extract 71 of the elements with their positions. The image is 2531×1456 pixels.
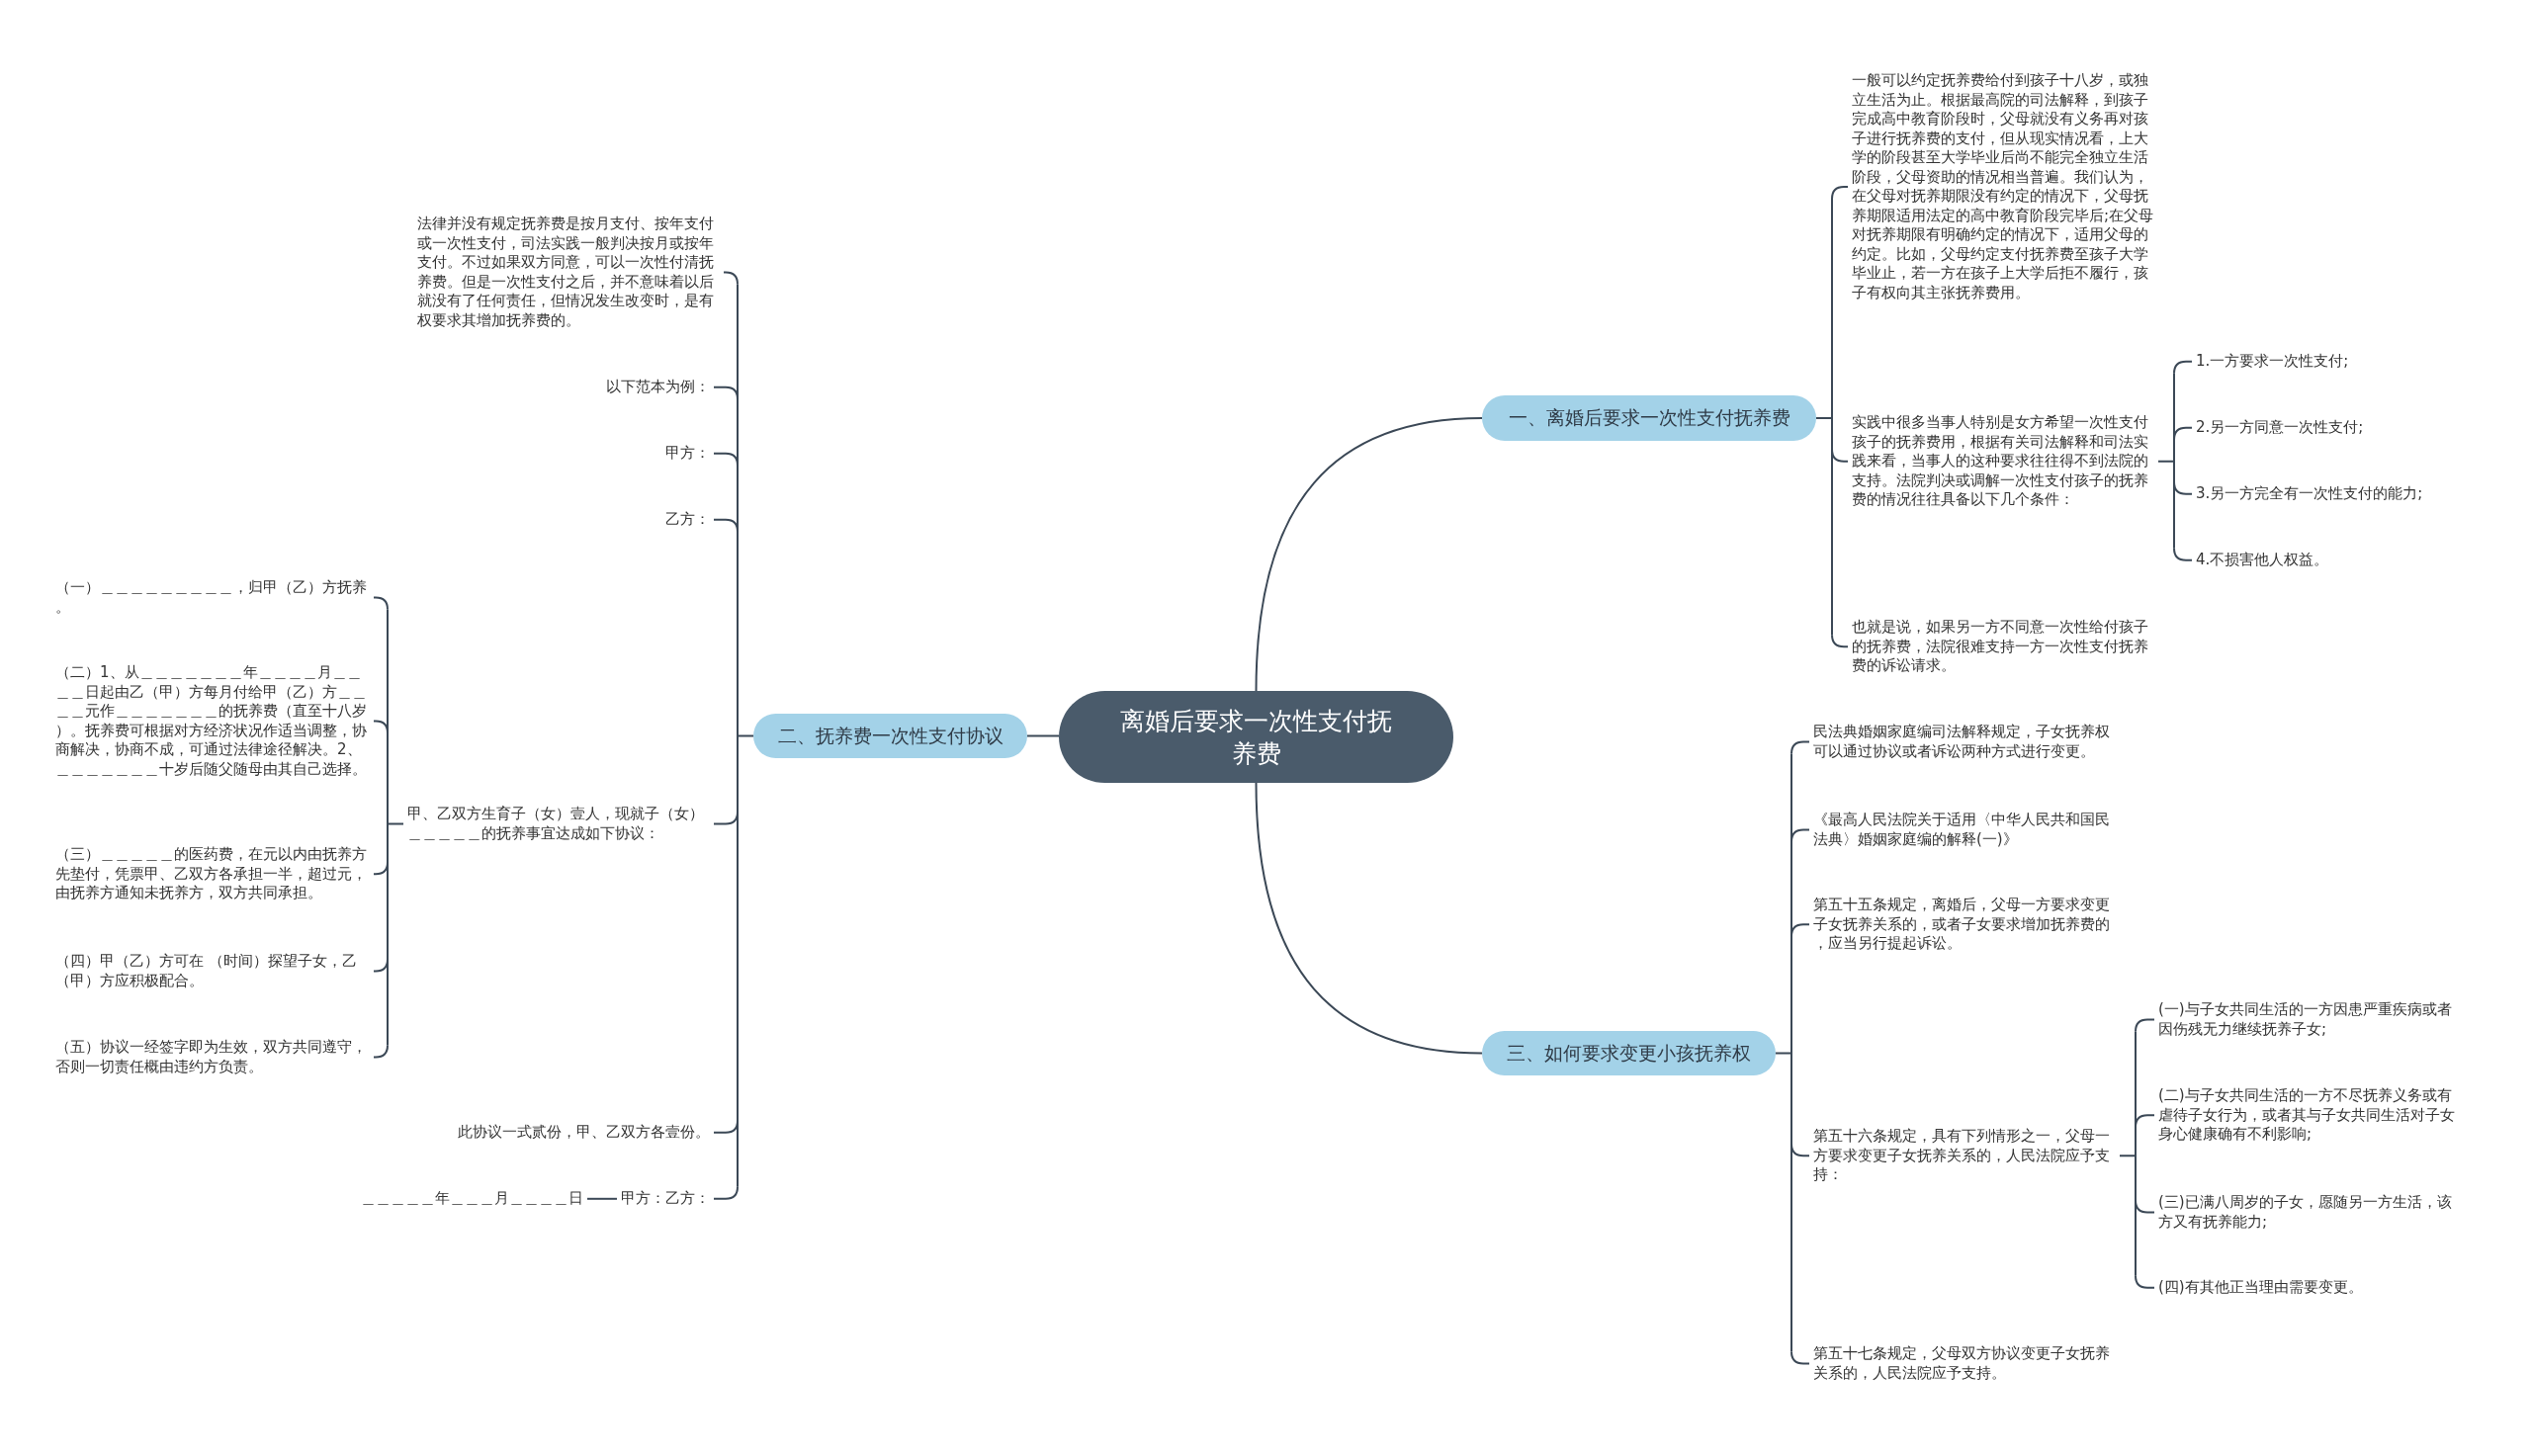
- connector-line: [373, 1044, 389, 1059]
- topic-text: 此协议一式贰份，甲、乙双方各壹份。: [454, 1121, 714, 1145]
- topic-text: 也就是说，如果另一方不同意一次性给付孩子的抚养费，法院很难支持一方一次性支付抚养费的诉讼请求。: [1848, 616, 2158, 678]
- topic-text: 3.另一方完全有一次性支付的能力;: [2192, 482, 2427, 506]
- connector-line: [373, 861, 389, 876]
- connector-line: [713, 385, 739, 400]
- topic-text: （四）甲（乙）方可在 （时间）探望子女，乙（甲）方应积极配合。: [51, 950, 374, 992]
- topic-text: 甲方：乙方：: [617, 1187, 714, 1211]
- connector-line: [1831, 186, 1849, 200]
- connector-line: [1831, 448, 1849, 463]
- topic-text: 4.不损害他人权益。: [2192, 549, 2333, 572]
- topic-text: 以下范本为例：: [602, 376, 714, 399]
- connector-line: [2135, 1274, 2155, 1289]
- topic-text: (一)与子女共同生活的一方因患严重疾病或者因伤残无力继续抚养子女;: [2154, 998, 2465, 1041]
- topic-text: 1.一方要求一次性支付;: [2192, 350, 2353, 374]
- branch-topic: 二、抚养费一次性支付协议: [753, 714, 1027, 758]
- topic-text: (二)与子女共同生活的一方不尽抚养义务或有虐待子女行为，或者其与子女共同生活对子女身心健康确有不利影响;: [2154, 1084, 2465, 1147]
- topic-text: （三）＿＿＿＿＿的医药费，在元以内由抚养方先垫付，凭票甲、乙双方各承担一半，超过元，由抚养方通知未抚养方，双方共同承担。: [51, 843, 374, 905]
- topic-text: 甲、乙双方生育子（女）壹人，现就子（女）＿＿＿＿＿的抚养事宜达成如下协议：: [403, 803, 714, 845]
- connector-line: [373, 596, 389, 611]
- connector-line: [2173, 480, 2193, 495]
- topic-text: 一般可以约定抚养费给付到孩子十八岁，或独立生活为止。根据最高院的司法解释，到孩子完成高中教育阶段时，父母就没有义务再对孩子进行抚养费的支付，但从现实情况看，上大学的阶段甚至大学毕业后尚不能完全独立生活阶段，父母资助的情况相当普遍。我们认为，在父母对抚养期限没有约定的情况下，父母抚养期限适用法定的高中教育阶段完毕后;在父母对抚养期限有明确约定的情况下，适用父母的约定。比如，父母约定支付抚养费至孩子大学毕业止，若一方在孩子上大学后拒不履行，孩子有权向其主张抚养费用。: [1848, 69, 2158, 304]
- topic-text: 第五十七条规定，父母双方协议变更子女抚养关系的，人民法院应予支持。: [1809, 1342, 2120, 1385]
- connector-line: [387, 608, 404, 1047]
- connector-line: [713, 518, 739, 533]
- connector-line: [1790, 1143, 1810, 1157]
- connector-line: [713, 452, 739, 467]
- topic-text: 第五十五条规定，离婚后，父母一方要求变更子女抚养关系的，或者子女要求增加抚养费的，应当另行提起诉讼。: [1809, 894, 2120, 956]
- topic-text: 法律并没有规定抚养费是按月支付、按年支付或一次性支付，司法实践一般判决按月或按年支付。不过如果双方同意，可以一次性付清抚养费。但是一次性支付之后，并不意味着以后就没有了任何责任，但情况发生改变时，是有权要求其增加抚养费的。: [413, 213, 724, 332]
- connector-line: [2157, 372, 2175, 550]
- topic-text: （一）＿＿＿＿＿＿＿＿＿，归甲（乙）方抚养。: [51, 576, 374, 619]
- connector-line: [723, 271, 739, 286]
- topic-text: 实践中很多当事人特别是女方希望一次性支付孩子的抚养费用，根据有关司法解释和司法实践来看，当事人的这种要求往往得不到法院的支持。法院判决或调解一次性支付孩子的抚养费的情况往往具备以下几个条件：: [1848, 411, 2158, 512]
- connector-line: [713, 1185, 739, 1200]
- connector-line: [2173, 360, 2193, 375]
- topic-text: 第五十六条规定，具有下列情形之一，父母一方要求变更子女抚养关系的，人民法院应予支持：: [1809, 1125, 2120, 1187]
- connector-line: [373, 958, 389, 973]
- topic-text: （二）1、从＿＿＿＿＿＿＿年＿＿＿＿月＿＿＿＿日起由乙（甲）方每月付给甲（乙）方＿＿＿＿元作＿＿＿＿＿＿＿的抚养费（直至十八岁）。抚养费可根据对方经济状况作适当调整，协商解决，协商不成，可通过法律途径解决。2、＿＿＿＿＿＿＿十岁后随父随母由其自己选择。: [51, 661, 374, 781]
- connector-line: [1775, 752, 1792, 1353]
- topic-text: 乙方：: [661, 508, 714, 532]
- connector-line: [586, 1197, 618, 1200]
- connector-line: [2135, 1199, 2155, 1214]
- topic-text: （五）协议一经签字即为生效，双方共同遵守，否则一切责任概由违约方负责。: [51, 1036, 374, 1078]
- topic-text: (四)有其他正当理由需要变更。: [2154, 1276, 2465, 1300]
- connector-line: [1026, 734, 1060, 737]
- connector-line: [2135, 1018, 2155, 1033]
- connector-line: [373, 720, 389, 734]
- topic-text: 2.另一方同意一次性支付;: [2192, 416, 2368, 440]
- connector-line: [1255, 782, 1483, 1055]
- branch-topic: 三、如何要求变更小孩抚养权: [1482, 1031, 1776, 1075]
- connector-line: [2135, 1114, 2155, 1129]
- connector-line: [1790, 740, 1810, 755]
- topic-text: ＿＿＿＿＿年＿＿＿月＿＿＿＿日: [357, 1187, 587, 1211]
- connector-line: [713, 811, 739, 825]
- topic-text: 甲方：: [661, 442, 714, 466]
- branch-topic: 一、离婚后要求一次性支付抚养费: [1482, 395, 1816, 441]
- topic-text: (三)已满八周岁的子女，愿随另一方生活，该方又有抚养能力;: [2154, 1191, 2465, 1234]
- connector-line: [2173, 547, 2193, 561]
- connector-line: [1815, 198, 1833, 637]
- topic-text: 《最高人民法院关于适用〈中华人民共和国民法典〉婚姻家庭编的解释(一)》: [1809, 809, 2120, 851]
- connector-line: [1831, 634, 1849, 648]
- connector-line: [1790, 828, 1810, 843]
- connector-line: [2119, 1030, 2137, 1277]
- topic-text: 民法典婚姻家庭编司法解释规定，子女抚养权可以通过协议或者诉讼两种方式进行变更。: [1809, 721, 2120, 763]
- connector-line: [737, 283, 754, 1188]
- root-topic: 离婚后要求一次性支付抚养费: [1059, 691, 1453, 783]
- connector-line: [1255, 417, 1483, 692]
- connector-line: [713, 1119, 739, 1134]
- connector-line: [1790, 1350, 1810, 1365]
- connector-line: [1790, 923, 1810, 938]
- connector-line: [2173, 426, 2193, 441]
